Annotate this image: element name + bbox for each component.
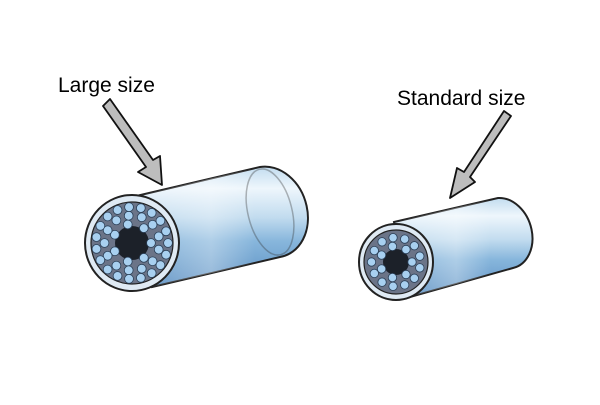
- large-socket-rod: [146, 268, 157, 278]
- standard-socket-rod: [387, 272, 398, 283]
- standard-socket-rod: [415, 251, 425, 261]
- label-large-size: Large size: [58, 74, 155, 97]
- standard-socket-rod: [376, 264, 387, 274]
- large-socket-rods: [91, 202, 173, 284]
- standard-socket: [358, 196, 534, 301]
- standard-socket-rod: [377, 277, 387, 287]
- large-socket-rod: [123, 210, 134, 221]
- large-socket-rod: [146, 208, 157, 218]
- large-socket-rod: [136, 273, 146, 283]
- large-socket-rod: [155, 216, 166, 226]
- large-socket-rod: [122, 256, 133, 267]
- large-socket-rod: [136, 212, 147, 223]
- large-socket: [84, 165, 309, 292]
- large-socket-rod: [161, 226, 171, 237]
- standard-socket-rod: [409, 241, 419, 251]
- large-socket-rod: [102, 250, 113, 261]
- large-socket-rod: [91, 244, 102, 254]
- large-socket-rod: [110, 246, 120, 257]
- large-socket-core: [115, 226, 149, 260]
- large-socket-rod: [147, 256, 158, 267]
- large-socket-rod: [147, 219, 158, 230]
- large-socket-rod: [99, 238, 110, 248]
- standard-socket-rod: [376, 250, 387, 260]
- large-socket-rod: [136, 203, 146, 213]
- standard-socket-rod: [387, 241, 398, 251]
- standard-socket-rod: [415, 263, 425, 273]
- standard-socket-rod: [388, 281, 398, 291]
- large-socket-rod: [111, 260, 122, 271]
- large-socket-rod: [102, 264, 113, 275]
- standard-socket-rod: [401, 244, 411, 255]
- large-socket-end: [245, 168, 295, 256]
- large-socket-rod: [146, 238, 156, 248]
- large-socket-rod: [112, 271, 123, 281]
- large-socket-rod: [102, 211, 113, 222]
- large-socket-rod: [136, 263, 147, 274]
- large-socket-rod: [155, 260, 166, 270]
- standard-socket-rods: [366, 233, 425, 291]
- standard-socket-rod: [407, 257, 417, 267]
- large-socket-rod: [91, 232, 102, 242]
- large-socket-rod: [139, 253, 149, 263]
- large-socket-rod: [161, 249, 171, 260]
- standard-socket-rod: [388, 233, 398, 243]
- standard-socket-rod: [401, 269, 411, 280]
- large-socket-rod: [139, 223, 149, 233]
- large-socket-rod: [95, 255, 106, 265]
- large-socket-rod: [153, 244, 164, 255]
- large-socket-rod: [95, 221, 106, 231]
- large-socket-rod: [163, 238, 173, 248]
- large-socket-rod: [124, 202, 134, 212]
- large-socket-rod: [153, 231, 164, 242]
- arrow-down-right-icon: [102, 98, 163, 186]
- arrow-down-left-icon: [449, 110, 512, 199]
- large-socket-rod: [124, 274, 134, 284]
- standard-socket-rod: [369, 268, 379, 278]
- large-socket-rod: [123, 265, 134, 276]
- label-standard-size: Standard size: [397, 87, 526, 110]
- standard-socket-rod: [409, 273, 419, 283]
- standard-socket-rod: [366, 257, 377, 267]
- large-socket-rod: [102, 225, 113, 236]
- standard-socket-rod: [377, 237, 387, 247]
- standard-socket-core: [383, 249, 409, 275]
- standard-socket-rod: [400, 234, 410, 244]
- large-socket-rod: [111, 215, 122, 226]
- large-socket-rod: [110, 229, 120, 240]
- large-socket-rod: [112, 205, 123, 215]
- standard-socket-rod: [400, 280, 410, 290]
- large-socket-rod: [122, 219, 133, 230]
- standard-socket-rod: [369, 246, 379, 256]
